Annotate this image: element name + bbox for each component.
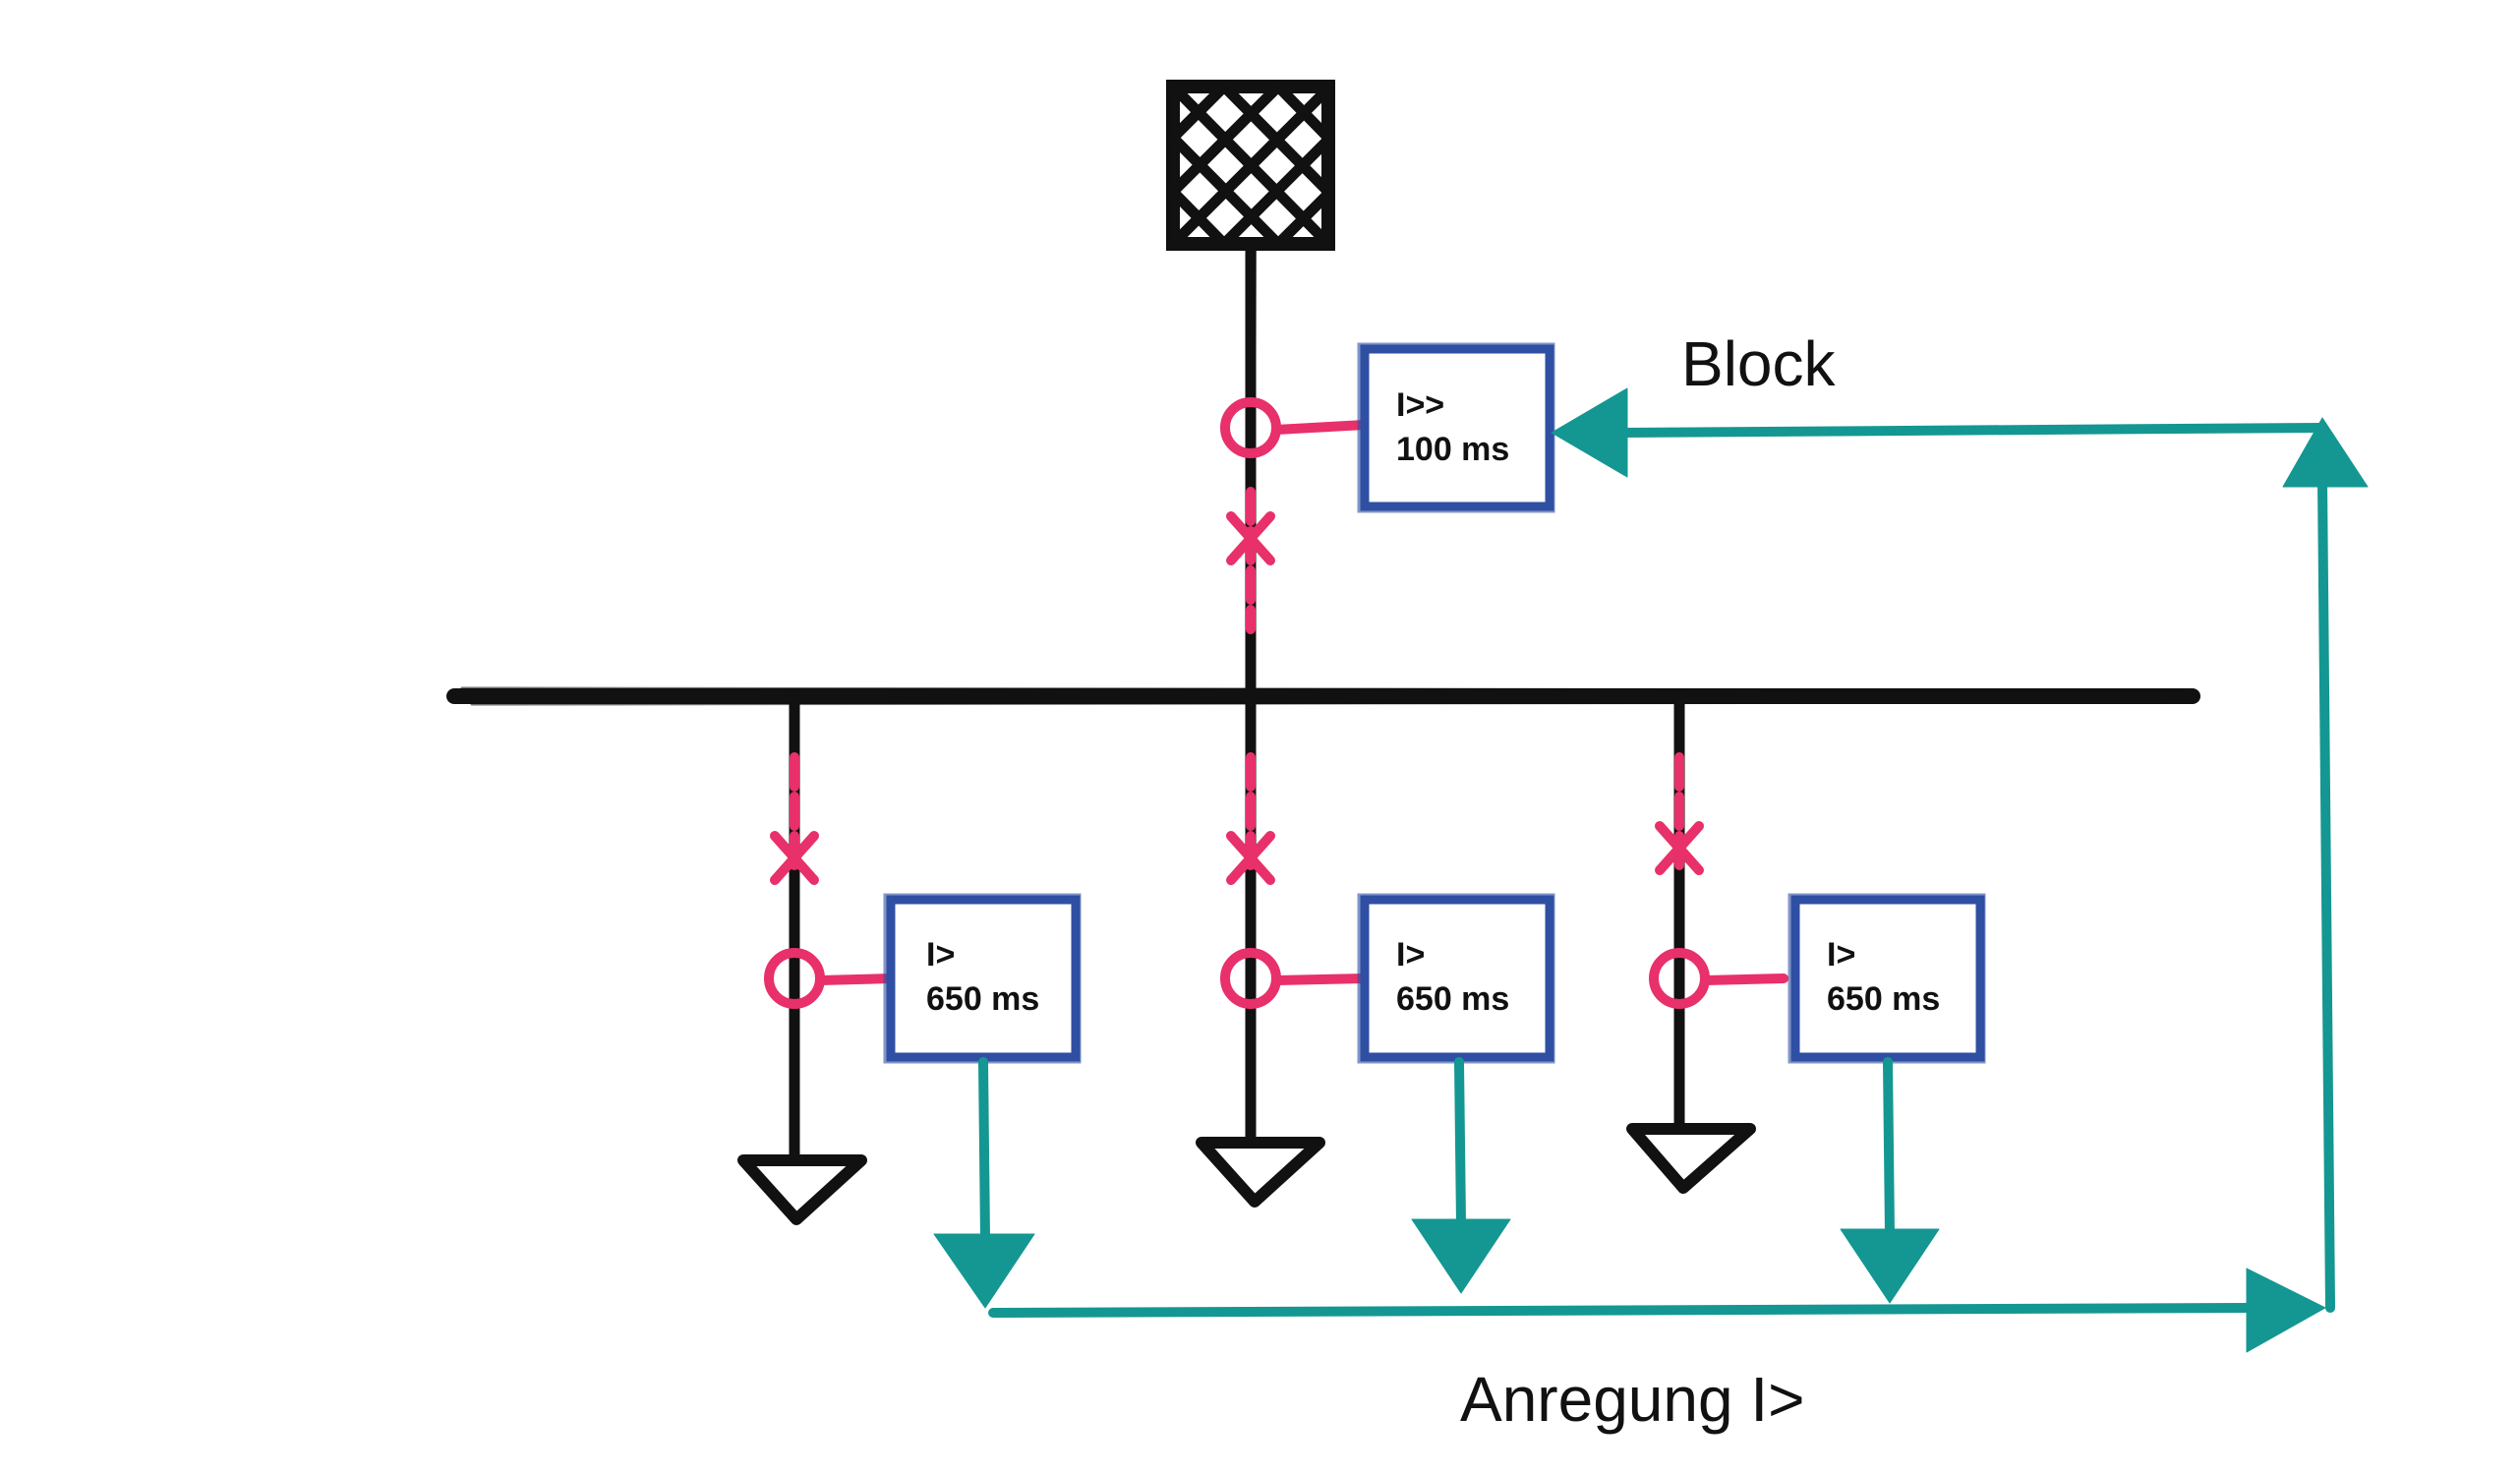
circuit-breaker-icon [1226,487,1275,634]
relay-feeder-2: I> 650 ms [1357,893,1555,1064]
pickup-signal-arrow [933,1057,1035,1309]
circuit-breaker-icon [770,752,819,885]
circuit-breaker-icon [1655,752,1704,875]
current-transformer-icon [1220,397,1370,458]
block-label: Block [1681,328,1837,399]
relay-setting-label: I> [1827,936,1855,974]
relay-delay-label: 650 ms [926,980,1039,1018]
relay-feeder-1: I> 650 ms [883,893,1082,1064]
load-icon [1626,1123,1756,1194]
pickup-signal-arrow [1840,1057,1940,1304]
pickup-signal-arrow [1411,1057,1511,1294]
busbar [446,686,2200,706]
relay-incomer: I>> 100 ms [1357,342,1555,513]
relay-setting-label: I>> [1396,386,1444,424]
load-icon [737,1154,867,1225]
grid-source-icon [1166,80,1335,251]
load-icon [1196,1137,1325,1208]
relay-delay-label: 650 ms [1396,980,1509,1018]
pickup-label: Anregung I> [1460,1364,1805,1435]
relay-delay-label: 650 ms [1827,980,1940,1018]
relay-delay-label: 100 ms [1396,431,1509,468]
current-transformer-icon [764,948,896,1009]
circuit-breaker-icon [1226,752,1275,885]
pickup-riser-arrow [2282,417,2369,1313]
relay-setting-label: I> [926,936,955,974]
pickup-collector-arrow [988,1268,2326,1353]
relay-setting-label: I> [1396,936,1425,974]
current-transformer-icon [1649,948,1788,1009]
current-transformer-icon [1220,948,1370,1009]
block-signal-arrow [1551,387,2327,478]
relay-feeder-3: I> 650 ms [1787,893,1986,1064]
